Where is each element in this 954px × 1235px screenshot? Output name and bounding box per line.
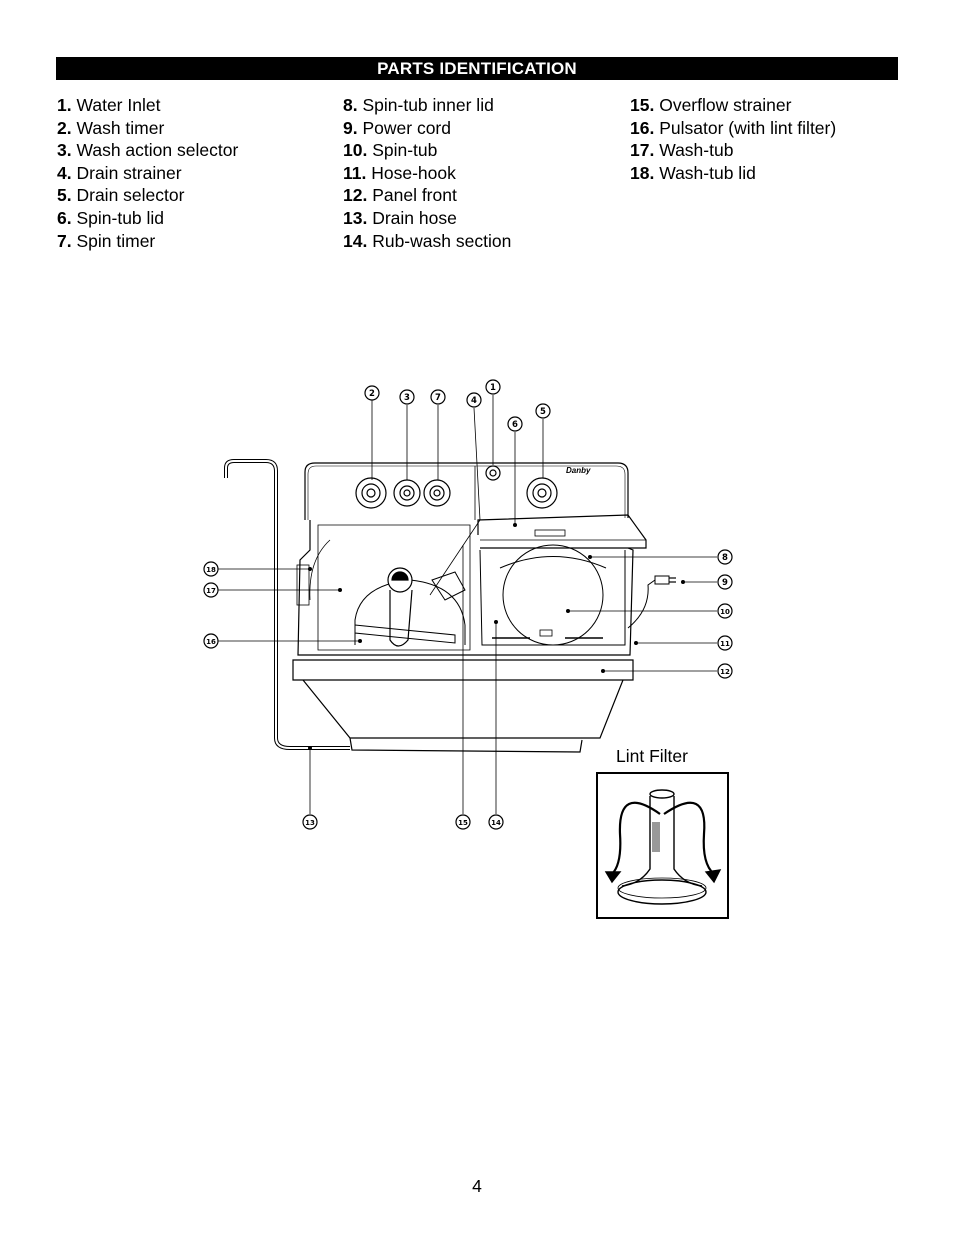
callout-2: 2 <box>364 385 380 401</box>
part-item: 15. Overflow strainer <box>630 95 792 115</box>
wash-tub-lid <box>296 564 310 606</box>
callout-17: 17 <box>203 582 219 598</box>
callout-14: 14 <box>488 814 504 830</box>
svg-text:3: 3 <box>404 393 410 403</box>
parts-list-column-3: 15. Overflow strainer 16. Pulsator (with… <box>630 94 836 184</box>
part-item: 9. Power cord <box>343 117 451 138</box>
callout-10: 10 <box>717 603 733 619</box>
drain-hose <box>224 459 350 750</box>
svg-text:1: 1 <box>490 383 496 393</box>
wash-tub <box>317 524 471 651</box>
washer-diagram: Danby <box>203 379 733 830</box>
callout-15: 15 <box>455 814 471 830</box>
callout-11: 11 <box>717 635 733 651</box>
callout-18: 18 <box>203 561 219 577</box>
callout-7: 7 <box>430 389 446 405</box>
part-item: 17. Wash-tub <box>630 140 734 161</box>
svg-text:6: 6 <box>512 420 518 430</box>
power-cord <box>627 579 656 629</box>
svg-text:16: 16 <box>206 638 216 646</box>
callout-8: 8 <box>717 549 733 565</box>
svg-text:2: 2 <box>369 389 375 399</box>
lint-filter-illustration <box>596 772 729 919</box>
part-item: 4. Drain strainer <box>57 162 182 183</box>
part-item: 1. Water Inlet <box>57 95 161 115</box>
part-item: 18. Wash-tub lid <box>630 162 756 183</box>
svg-text:13: 13 <box>305 819 315 827</box>
wash-timer-knob <box>355 477 387 509</box>
control-panel <box>304 462 629 520</box>
drain-selector-knob <box>526 477 558 509</box>
callout-1: 1 <box>485 379 501 395</box>
spin-tub-basket <box>502 544 604 646</box>
svg-text:4: 4 <box>471 396 477 406</box>
svg-text:18: 18 <box>206 566 216 574</box>
svg-text:7: 7 <box>435 393 441 403</box>
callout-6: 6 <box>507 416 523 432</box>
callout-3: 3 <box>399 389 415 405</box>
parts-list-column-1: 1. Water Inlet 2. Wash timer 3. Wash act… <box>57 94 238 252</box>
callout-12: 12 <box>717 663 733 679</box>
callout-5: 5 <box>535 403 551 419</box>
svg-text:5: 5 <box>540 407 546 417</box>
part-item: 6. Spin-tub lid <box>57 207 165 228</box>
svg-text:15: 15 <box>458 819 468 827</box>
part-item: 2. Wash timer <box>57 117 165 138</box>
part-item: 8. Spin-tub inner lid <box>343 95 494 115</box>
spin-tub-lid <box>477 514 647 549</box>
washer-body <box>297 520 634 656</box>
svg-text:11: 11 <box>720 640 730 648</box>
section-header: PARTS IDENTIFICATION <box>56 57 898 80</box>
part-item: 12. Panel front <box>343 185 457 206</box>
part-item: 5. Drain selector <box>57 185 185 206</box>
svg-text:8: 8 <box>722 553 728 563</box>
callout-4: 4 <box>466 392 482 408</box>
svg-text:17: 17 <box>206 587 216 595</box>
brand-logo: Danby <box>566 466 591 475</box>
spin-timer-knob <box>423 479 451 507</box>
panel-front <box>292 659 634 681</box>
callout-13: 13 <box>302 814 318 830</box>
svg-text:14: 14 <box>491 819 501 827</box>
part-item: 7. Spin timer <box>57 230 156 251</box>
part-item: 3. Wash action selector <box>57 140 239 161</box>
part-item: 13. Drain hose <box>343 207 457 228</box>
wash-action-knob <box>393 479 421 507</box>
part-item: 11. Hose-hook <box>343 162 456 183</box>
part-item: 16. Pulsator (with lint filter) <box>630 117 837 138</box>
svg-text:12: 12 <box>720 668 730 676</box>
part-item: 14. Rub-wash section <box>343 230 512 251</box>
svg-text:9: 9 <box>722 578 728 588</box>
callout-9: 9 <box>717 574 733 590</box>
lint-filter-caption: Lint Filter <box>616 746 688 766</box>
lint-filter-icon <box>604 789 722 905</box>
parts-list-column-2: 8. Spin-tub inner lid 9. Power cord 10. … <box>343 94 511 252</box>
water-inlet <box>485 465 501 481</box>
svg-text:10: 10 <box>720 608 730 616</box>
part-item: 10. Spin-tub <box>343 140 438 161</box>
callout-16: 16 <box>203 633 219 649</box>
page-number: 4 <box>472 1176 482 1196</box>
